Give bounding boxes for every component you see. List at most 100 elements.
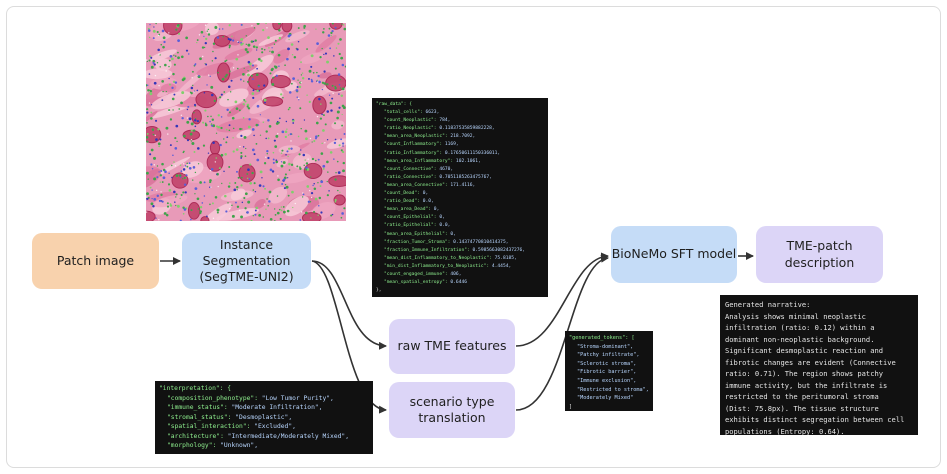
interpretation-code-block: "interpretation": { "composition_phenoty… [155,381,373,454]
code-value: 0.6446 [447,280,467,286]
code-line: "ratio_Epithelial": 0.0, [376,222,544,230]
code-value: 406, [447,271,462,277]
scenario-translation-node: scenario type translation [389,382,515,438]
arrow-raw-to-model [515,252,609,347]
narrative-line: immune activity, but the infiltrate is [725,380,888,390]
code-line: "fraction_Tumor_Stroma": 0.1437477081041… [376,239,544,247]
code-value: 0, [419,191,429,197]
instance-segmentation-node: Instance Segmentation (SegTME-UNI2) [182,233,311,289]
narrative-line: (Dist: 75.8px). The tissue structure [725,403,879,413]
code-value: "Unknown", [216,442,258,449]
code-line: "mean_spatial_entropy": 0.6446 [376,279,544,287]
token-item: "Patchy infiltrate", [577,352,640,359]
code-key: "count_Dead": [384,191,420,197]
code-key: "ratio_Connective": [384,174,437,180]
code-value: "Intermediate/Moderately Mixed", [223,432,349,440]
code-line: "mean_area_Epithelial": 0, [376,231,544,239]
code-key: "mean_area_Epithelial": [384,231,448,237]
code-value: 0, [436,215,445,221]
code-key: "mean_spatial_entropy": [384,280,448,286]
code-line: "ratio_Connective": 0.7051185263475767, [376,174,544,182]
code-line: "architecture": "Intermediate/Moderately… [159,432,369,442]
narrative-line: exhibits distinct segregation between ce… [725,415,905,424]
code-key: "mean_dist_Inflammatory_to_Neoplastic": [384,255,492,261]
narrative-line: restricted to the peritumoral stroma [725,392,879,401]
narrative-lines: Generated narrative: Analysis shows minim… [725,299,913,435]
narrative-title: Generated narrative: [725,300,811,309]
patch-image-node: Patch image [32,233,159,289]
narrative-line: ratio: 0.71). The region shows patchy [725,369,884,378]
code-line: "count_Epithelial": 0, [376,214,544,222]
code-value: "Desmoplastic", [231,413,293,421]
narrative-line: infiltration (ratio: 0.12) within a [725,323,875,332]
code-line: "total_cells": 6623, [376,109,544,117]
code-line: "mean_area_Neoplastic": 218.7092, [376,133,544,141]
bionemo-model-node: BioNeMo SFT model [611,226,737,283]
patch-image-label: Patch image [56,252,135,268]
code-key: "spatial_interaction": [167,423,251,430]
code-value: 75.8185, [491,255,517,261]
code-key: "min_dist_Inflammatory_to_Neoplastic": [384,263,490,269]
code-value: "Low Tumor Purity", [258,394,334,402]
seg-label-line2: Segmentation [202,252,291,268]
raw-data-header: "raw_data": { [376,102,412,107]
code-value: 0, [447,231,456,237]
code-key: "fraction_Tumor_Stroma": [384,239,451,245]
code-key: "ratio_Inflammatory": [384,150,443,156]
code-line: "mean_area_Inflammatory": 102.1061, [376,158,544,166]
token-item: "Sclerotic stroma", [577,360,637,367]
code-line: "min_dist_Inflammatory_to_Neoplastic": 4… [376,263,544,271]
code-key: "fraction_Immune_Infiltration": [384,247,470,253]
code-value: 4.4454, [489,263,512,269]
code-key: "architecture": [167,432,224,440]
code-key: "mean_area_Neoplastic": [384,134,448,140]
code-line: "fraction_Immune_Infiltration": 0.598566… [376,247,544,255]
code-value: 171.4116, [447,182,476,188]
narrative-line: fibrotic changes are evident (Connective [725,357,896,367]
code-line: "composition_phenotype": "Low Tumor Puri… [159,394,369,404]
code-line: "ratio_Neoplastic": 0.11837535859882228, [376,125,544,133]
code-line: "immune_status": "Moderate Infiltration"… [159,403,369,413]
code-line: "mean_area_Connective": 171.4116, [376,182,544,190]
raw-features-label: raw TME features [397,338,507,354]
tokens-header: "generated_tokens": [ [569,335,635,341]
code-line: "stromal_status": "Desmoplastic", [159,413,369,423]
code-key: "immune_status": [167,404,228,411]
token-item: "Restricted to stroma", [577,386,649,393]
code-value: 0.11837535859882228, [436,126,495,132]
scenario-label-line2: translation [418,410,486,425]
code-line: "morphology": "Unknown", [159,441,369,451]
code-key: "stromal_status": [167,413,232,421]
code-value: "Moderate Infiltration", [227,404,323,411]
code-value: 1169, [442,142,459,148]
interpretation-header: "interpretation": { [159,385,232,392]
code-key: "count_Connective": [384,166,437,172]
scenario-label-line1: scenario type [409,393,495,409]
code-value: 0.17650611150336011, [442,150,501,156]
raw-data-code-block: "raw_data": { "total_cells": 6623,"count… [372,98,548,297]
narrative-line: populations (Entropy: 0.64). [725,426,845,436]
code-line: "ratio_Inflammatory": 0.1765061115033601… [376,150,544,158]
arrow-seg-to-raw [311,260,387,350]
narrative-line: Analysis shows minimal neoplastic [725,311,866,321]
code-key: "count_Epithelial": [384,215,437,221]
narrative-line: Significant desmoplastic reaction and [725,346,884,355]
code-key: "mean_area_Dead": [384,207,432,213]
token-item: "Fibrotic barrier", [577,369,637,376]
code-key: "ratio_Neoplastic": [384,126,437,132]
code-value: 0.7051185263475767, [436,174,492,180]
code-key: "count_engaged_immune": [384,271,448,277]
code-value: 784, [436,118,451,124]
histology-patch-image [146,23,346,221]
code-line: "count_Inflammatory": 1169, [376,141,544,149]
code-value: "Excluded", [250,423,296,430]
code-key: "total_cells": [384,110,423,116]
code-key: "ratio_Dead": [384,199,420,205]
token-item: "Immune exclusion", [577,377,637,384]
code-key: "count_Neoplastic": [384,118,437,124]
seg-label-line3: (SegTME-UNI2) [199,269,294,285]
code-value: 0.0, [436,223,451,229]
code-value: 6623, [422,110,440,116]
code-value: 0.14374770810414375, [450,239,509,245]
tokens-list: "Stroma-dominant","Patchy infiltrate","S… [569,343,649,403]
